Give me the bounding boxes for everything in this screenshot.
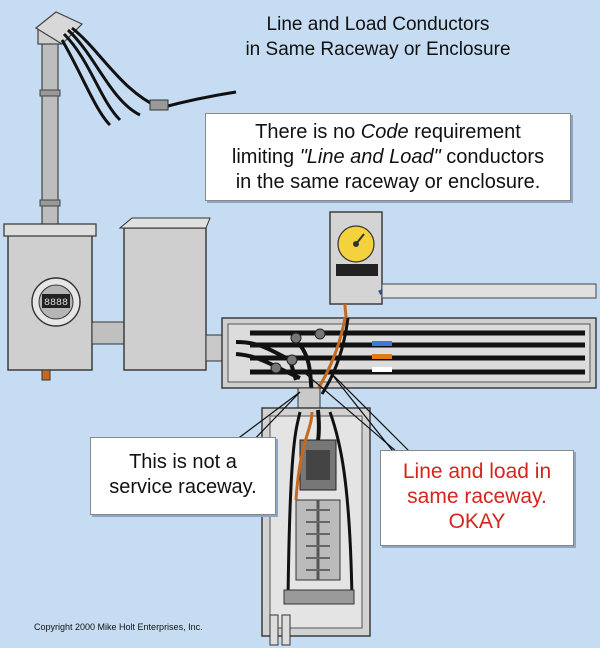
left-callout-line-2: service raceway. xyxy=(109,476,257,498)
wireway-enclosure xyxy=(221,317,597,396)
note-line-2-post: conductors xyxy=(440,146,545,168)
service-mast xyxy=(34,11,84,231)
meter-enclosure: 8888 xyxy=(3,223,97,381)
callout-pointers xyxy=(235,371,411,461)
code-note-callout: There is no Code requirement limiting "L… xyxy=(205,113,571,201)
note-line-1-post: requirement xyxy=(408,121,521,143)
note-code-word: Code xyxy=(360,121,409,143)
note-line-1-pre: There is no xyxy=(255,121,361,143)
right-callout-line-2: same raceway. xyxy=(407,485,547,508)
left-callout-line-1: This is not a xyxy=(129,451,237,473)
meter-dial-text: 8888 xyxy=(44,298,68,309)
meter-nipple xyxy=(91,321,125,345)
panelboard-enclosure xyxy=(261,407,371,646)
title-line-1: Line and Load Conductors xyxy=(266,14,490,35)
line-load-okay-callout: Line and load in same raceway. OKAY xyxy=(380,450,574,546)
copyright-text: Copyright 2000 Mike Holt Enterprises, In… xyxy=(34,622,203,632)
panel-nipple xyxy=(297,387,321,409)
note-line-1: There is no Code requirement xyxy=(206,120,570,145)
not-service-raceway-callout: This is not a service raceway. xyxy=(90,437,276,515)
diagram-title: Line and Load Conductors in Same Raceway… xyxy=(198,12,558,62)
note-line-2-italic: "Line and Load" xyxy=(299,146,441,168)
note-line-2-pre: limiting xyxy=(231,146,300,168)
title-line-2: in Same Raceway or Enclosure xyxy=(245,39,511,60)
time-clock-enclosure xyxy=(329,211,384,319)
note-line-2: limiting "Line and Load" conductors xyxy=(206,145,570,170)
conduit-run xyxy=(381,283,597,299)
right-callout-line-3: OKAY xyxy=(448,510,506,533)
service-drop-wires xyxy=(60,26,237,127)
disconnect-enclosure xyxy=(118,217,211,371)
note-line-3: in the same raceway or enclosure. xyxy=(235,171,541,193)
right-callout-line-1: Line and load in xyxy=(402,460,552,483)
